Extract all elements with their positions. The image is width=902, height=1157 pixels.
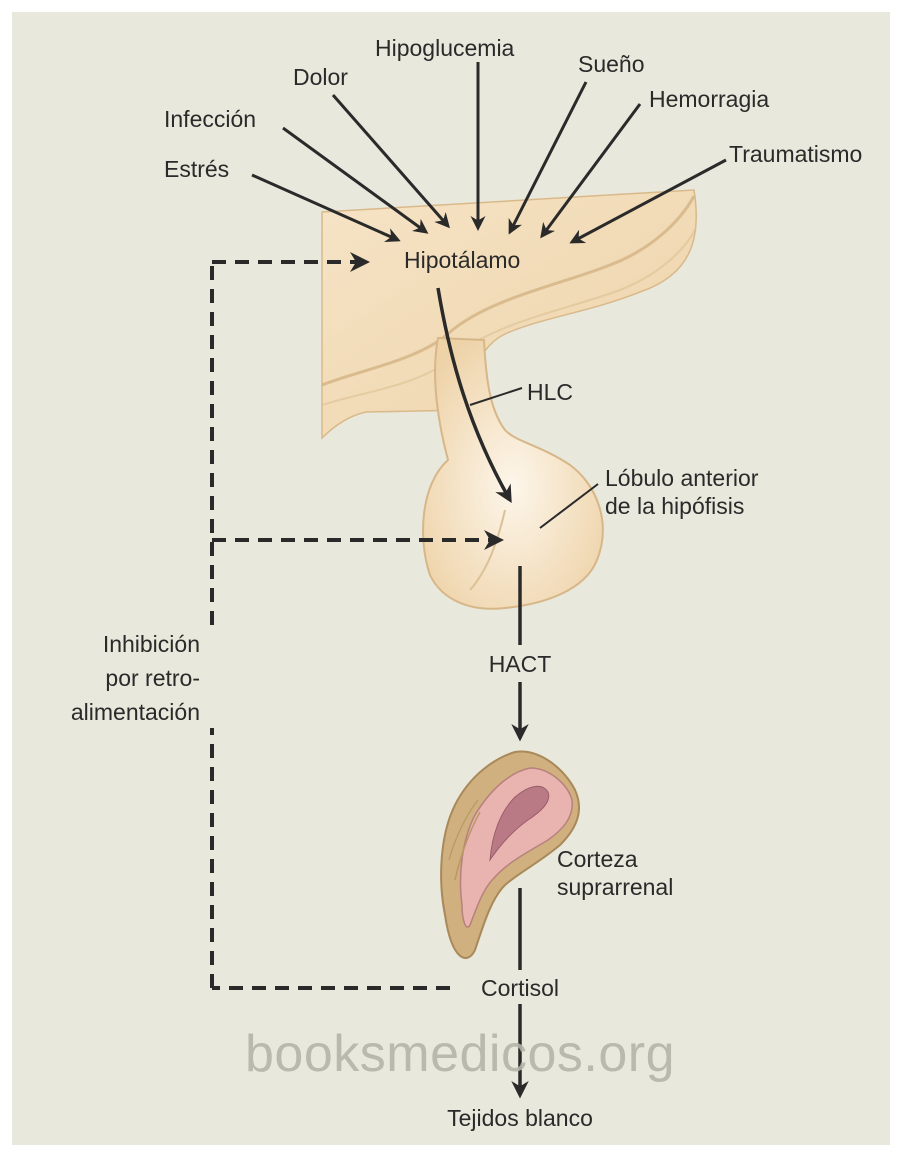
label-estres: Estrés	[164, 155, 229, 183]
label-traumatismo: Traumatismo	[729, 140, 862, 168]
label-corteza-line2: suprarrenal	[557, 873, 673, 901]
label-corteza-suprarrenal: Corteza suprarrenal	[557, 845, 673, 901]
label-lobulo-anterior: Lóbulo anterior de la hipófisis	[605, 464, 758, 520]
label-sueno: Sueño	[578, 50, 645, 78]
label-hipotalamo: Hipotálamo	[404, 246, 520, 274]
label-cortisol: Cortisol	[460, 974, 580, 1002]
label-hlc: HLC	[527, 378, 573, 406]
pituitary-gland	[423, 338, 603, 609]
label-inhibicion: Inhibición por retro- alimentación	[20, 627, 200, 729]
hypothalamus-tissue	[322, 190, 696, 438]
label-lobulo-line2: de la hipófisis	[605, 492, 758, 520]
label-dolor: Dolor	[293, 63, 348, 91]
label-inhibicion-line3: alimentación	[20, 695, 200, 729]
label-inhibicion-line2: por retro-	[20, 661, 200, 695]
label-tejidos-blanco: Tejidos blanco	[415, 1104, 625, 1132]
watermark-text: booksmedicos.org	[245, 1024, 685, 1084]
label-infeccion: Infección	[164, 105, 256, 133]
label-hact: HACT	[470, 650, 570, 678]
label-lobulo-line1: Lóbulo anterior	[605, 464, 758, 492]
label-hemorragia: Hemorragia	[649, 85, 769, 113]
label-inhibicion-line1: Inhibición	[20, 627, 200, 661]
label-hipoglucemia: Hipoglucemia	[375, 34, 514, 62]
label-corteza-line1: Corteza	[557, 845, 673, 873]
